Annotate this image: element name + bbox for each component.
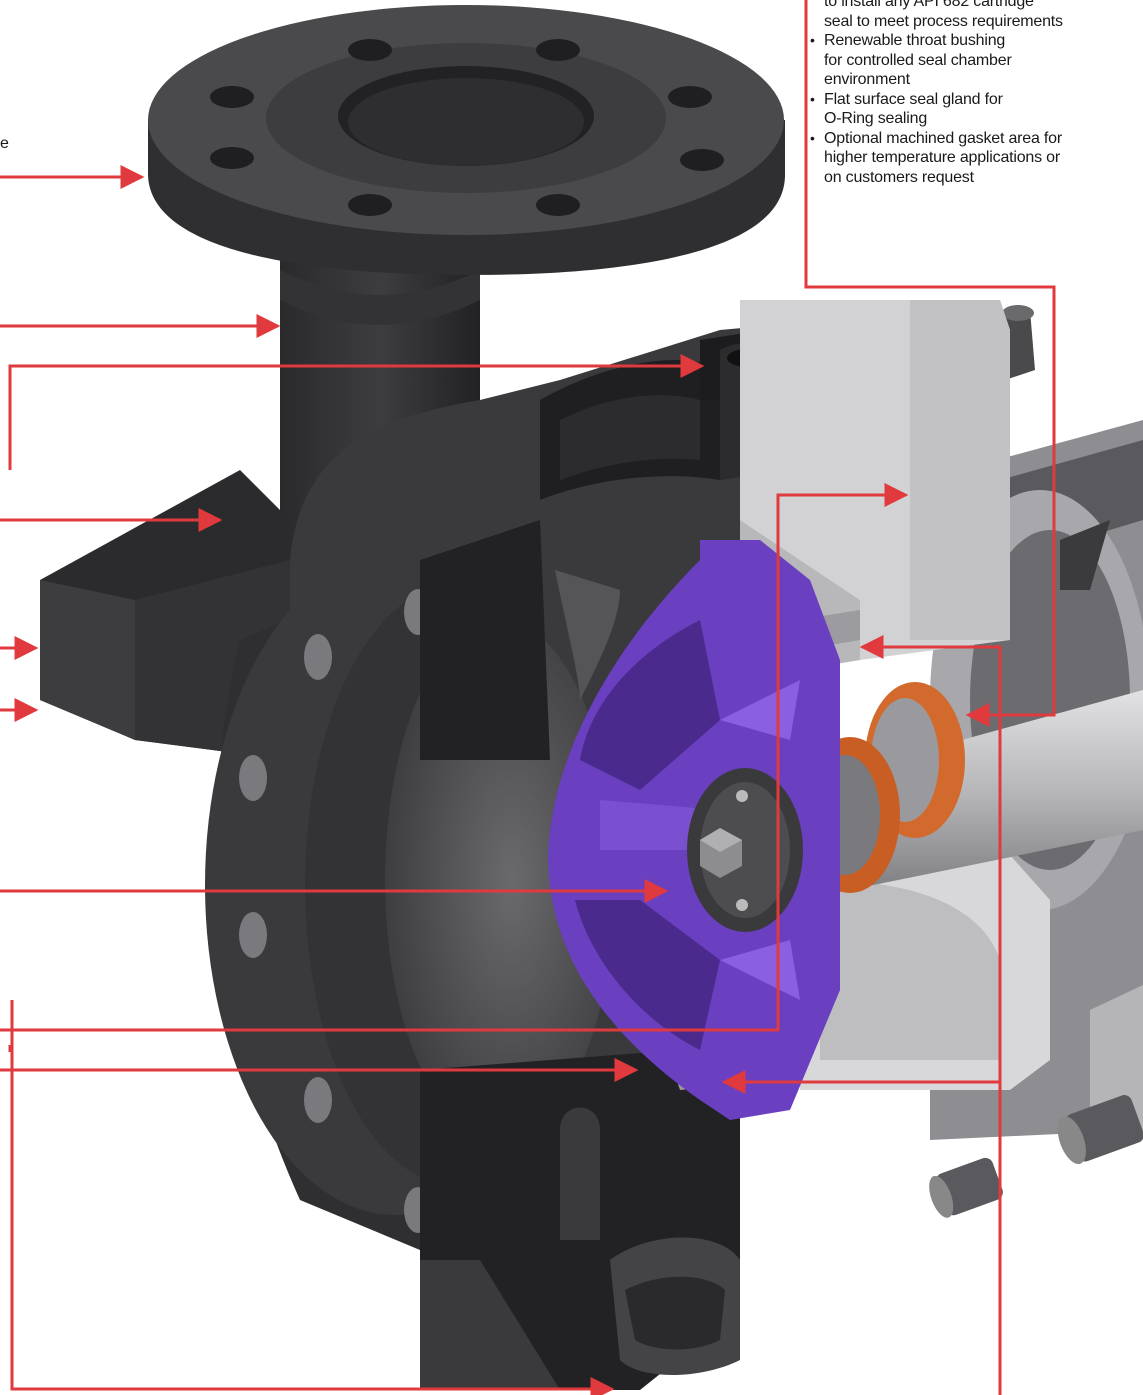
feature-text-line: for controlled seal chamber xyxy=(824,51,1012,69)
bullet-dot: • xyxy=(810,32,815,48)
impeller xyxy=(548,540,840,1120)
feature-item: • Optional machined gasket area for higher… xyxy=(806,129,1136,188)
feature-item: • Renewable throat bushing for controlled … xyxy=(806,31,1136,90)
leader-lines xyxy=(0,0,1056,1395)
feature-text-line: environment xyxy=(824,71,910,88)
leader-suction xyxy=(10,1000,615,1395)
feature-text-line: seal to meet process requirements xyxy=(824,12,1063,30)
feature-item: to install any API 682 cartridge seal to … xyxy=(806,0,1136,31)
feature-text-line: O-Ring sealing xyxy=(824,110,928,127)
leader-volute-top xyxy=(8,354,705,470)
feature-text-line: Optional machined gasket area for xyxy=(824,129,1062,147)
feature-text-line: higher temperature applications or xyxy=(824,149,1061,166)
discharge-flange xyxy=(148,5,785,275)
feature-text-line: to install any API 682 cartridge xyxy=(824,0,1034,10)
bullet-dot: • xyxy=(810,129,815,146)
leader-seal-chamber xyxy=(0,483,909,1032)
feature-text-line: Renewable throat bushing xyxy=(824,32,1006,49)
feature-text-line: Flat surface seal gland for xyxy=(824,90,1003,108)
leader-throat-bushing xyxy=(859,635,1002,1082)
feature-text-line: on customers request xyxy=(824,168,974,186)
feature-list: to install any API 682 cartridge seal to … xyxy=(806,0,1136,200)
cropped-label-fragment: e xyxy=(0,135,9,152)
leader-shaft xyxy=(804,0,1056,727)
bullet-dot: • xyxy=(810,90,815,107)
